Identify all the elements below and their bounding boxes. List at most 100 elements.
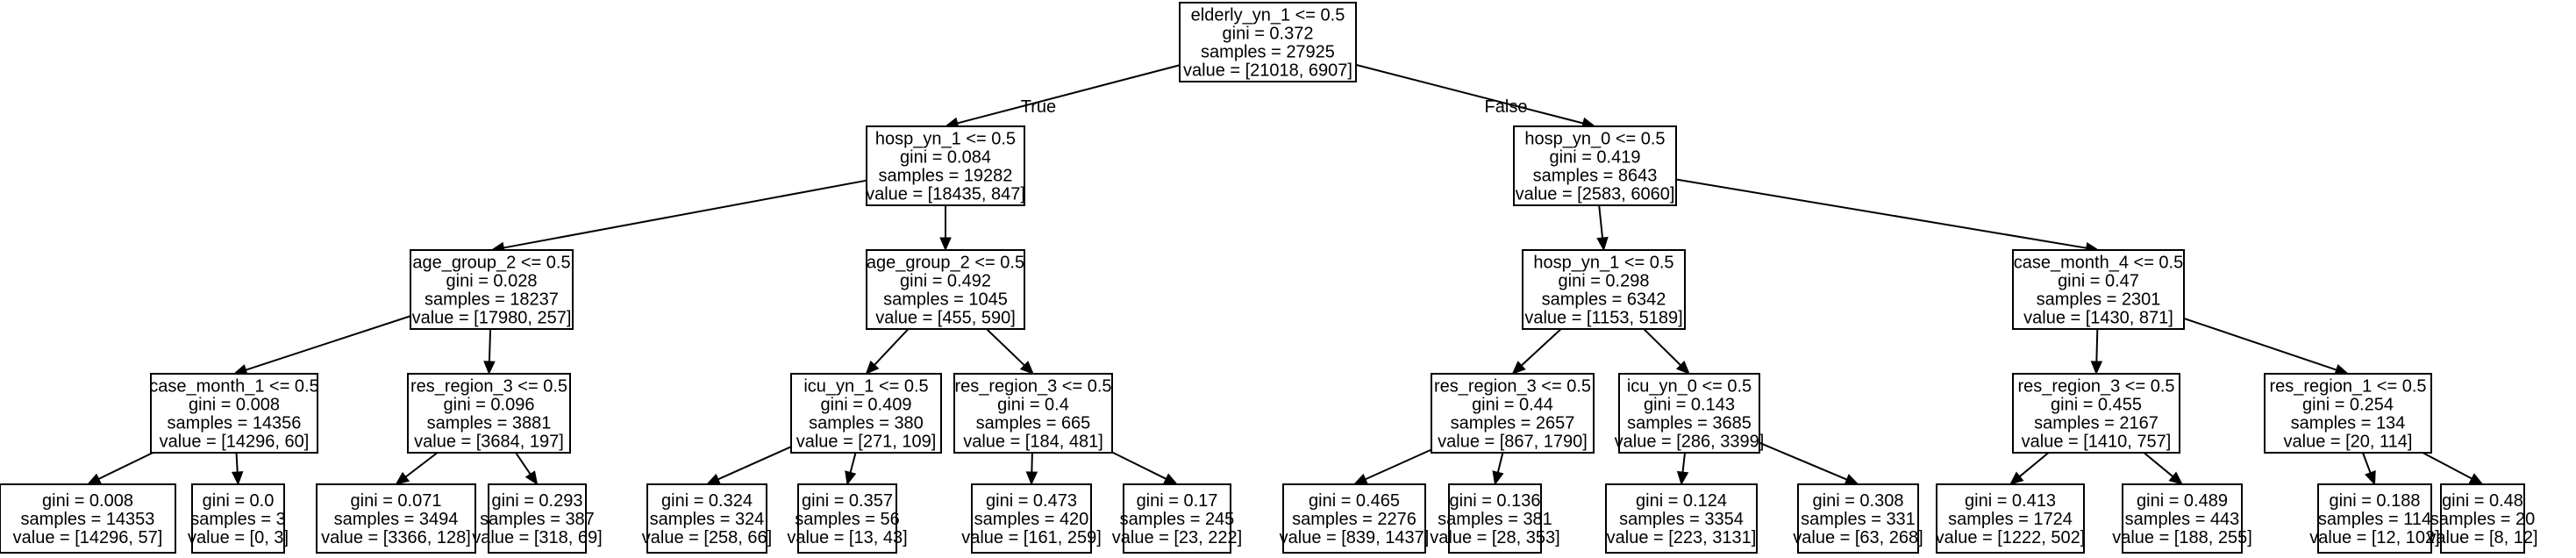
arrowhead: [1844, 474, 1859, 485]
node-text-line: value = [20, 114]: [2284, 433, 2413, 452]
node-text-line: gini = 0.254: [2302, 396, 2394, 415]
node-text-line: samples = 2301: [2037, 290, 2161, 310]
node-box: [410, 249, 574, 330]
node-box: [1431, 373, 1595, 454]
node-text-line: samples = 3494: [334, 510, 459, 529]
node-box: [866, 249, 1025, 330]
node-text-line: samples = 3354: [1619, 510, 1744, 529]
arrowhead: [845, 470, 857, 486]
node-box: [488, 483, 587, 554]
node-text-line: samples = 3881: [427, 414, 552, 433]
arrowhead: [231, 471, 244, 486]
edge-label-true: True: [1021, 97, 1056, 117]
edge-n11-n23: [1365, 448, 1432, 481]
node-text-line: gini = 0.357: [802, 491, 893, 511]
node-text-line: samples = 56: [795, 510, 900, 529]
arrowhead: [1019, 361, 1034, 375]
node-text-line: samples = 2167: [2034, 414, 2159, 433]
arrowhead: [2365, 470, 2376, 486]
edge-n6-n14: [2183, 317, 2337, 371]
node-text-line: samples = 3: [190, 510, 285, 529]
node-box: [1513, 125, 1677, 206]
node-text-line: value = [318, 69]: [472, 528, 602, 547]
edge-n3-n8: [488, 328, 492, 362]
node-box: [1605, 483, 1758, 554]
node-text-line: gini = 0.008: [42, 491, 133, 511]
edge-n8-n17: [405, 452, 439, 478]
node-text-line: value = [14296, 57]: [13, 528, 163, 547]
node-text-line: icu_yn_1 <= 0.5: [803, 377, 928, 397]
node-box: [1448, 483, 1542, 554]
arrowhead: [1025, 471, 1038, 486]
node-text-line: gini = 0.028: [446, 272, 538, 291]
node-text-line: case_month_1 <= 0.5: [149, 377, 318, 397]
node-box: [1797, 483, 1919, 554]
node-text-line: gini = 0.096: [444, 396, 535, 415]
node-text-line: gini = 0.136: [1450, 491, 1541, 511]
node-text-line: samples = 134: [2291, 414, 2406, 433]
node-text-line: gini = 0.455: [2051, 396, 2142, 415]
node-text-line: value = [184, 481]: [963, 433, 1103, 452]
node-text-line: value = [12, 102]: [2309, 528, 2439, 547]
node-text-line: gini = 0.44: [1472, 396, 1553, 415]
node-box: [971, 483, 1092, 554]
node-text-line: value = [8, 12]: [2427, 528, 2537, 547]
node-text-line: value = [1430, 871]: [2023, 309, 2173, 328]
arrowhead: [1675, 361, 1690, 375]
node-box: [1522, 249, 1686, 330]
edge-n2-n6: [1675, 178, 2087, 249]
arrowhead: [939, 237, 952, 252]
edge-n0-n2: [1355, 63, 1584, 125]
node-text-line: samples = 443: [2125, 510, 2240, 529]
node-box: [0, 483, 176, 554]
arrowhead: [1492, 470, 1504, 486]
node-text-line: value = [271, 109]: [796, 433, 937, 452]
node-text-line: gini = 0.409: [821, 396, 912, 415]
edge-n0-n1: [957, 64, 1181, 125]
edge-n2-n5: [1598, 204, 1604, 239]
node-text-line: gini = 0.473: [986, 491, 1077, 511]
edge-n9-n20: [849, 452, 857, 473]
node-text-line: samples = 14353: [21, 510, 155, 529]
node-text-line: gini = 0.124: [1636, 491, 1727, 511]
node-text-line: value = [161, 259]: [961, 528, 1102, 547]
node-text-line: gini = 0.419: [1550, 148, 1641, 168]
node-text-line: elderly_yn_1 <= 0.5: [1191, 6, 1345, 25]
edge-n5-n11: [1521, 328, 1562, 367]
edge-n14-n29: [2362, 452, 2372, 474]
arrowhead: [2468, 473, 2484, 485]
arrowhead: [2090, 361, 2103, 376]
arrowhead: [483, 361, 496, 376]
node-text-line: gini = 0.143: [1644, 396, 1735, 415]
node-text-line: value = [23, 222]: [1112, 528, 1242, 547]
node-text-line: value = [17980, 257]: [412, 309, 572, 328]
edge-label-false: False: [1485, 97, 1528, 117]
node-text-line: samples = 1724: [1948, 510, 2073, 529]
arrowhead: [395, 471, 410, 485]
node-text-line: value = [455, 590]: [875, 309, 1016, 328]
node-box: [316, 483, 476, 554]
node-text-line: samples = 420: [974, 510, 1089, 529]
node-text-line: res_region_3 <= 0.5: [1434, 377, 1591, 397]
node-text-line: samples = 6342: [1542, 290, 1666, 310]
edge-n5-n12: [1643, 328, 1681, 366]
